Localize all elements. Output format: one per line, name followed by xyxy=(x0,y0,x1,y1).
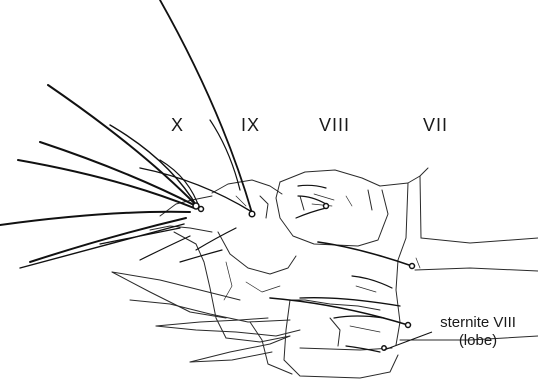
setal-socket xyxy=(199,207,204,212)
setal-socket xyxy=(406,323,411,328)
ventral-appendages xyxy=(112,272,300,374)
segment-ix-outline xyxy=(212,180,296,274)
segment-label-viii: VIII xyxy=(319,115,350,136)
callout-leader xyxy=(384,332,432,350)
setal-socket xyxy=(324,204,329,209)
segment-label-ix: IX xyxy=(241,115,260,136)
callout-line-1: sternite VIII xyxy=(426,314,530,332)
setal-socket xyxy=(249,211,255,217)
segment-viii-outline xyxy=(276,170,388,246)
segment-x-outline xyxy=(150,196,290,342)
sternite-callout-label: sternite VIII (lobe) xyxy=(426,314,530,350)
sternite-viii-lobe xyxy=(284,300,398,378)
setal-socket xyxy=(410,264,415,269)
setae-segment-viii xyxy=(270,185,412,352)
setae-segment-x xyxy=(0,85,200,268)
callout-line-2: (lobe) xyxy=(426,332,530,350)
segment-label-vii: VII xyxy=(423,115,448,136)
setae-segment-ix xyxy=(140,0,252,262)
segment-label-x: X xyxy=(171,115,184,136)
